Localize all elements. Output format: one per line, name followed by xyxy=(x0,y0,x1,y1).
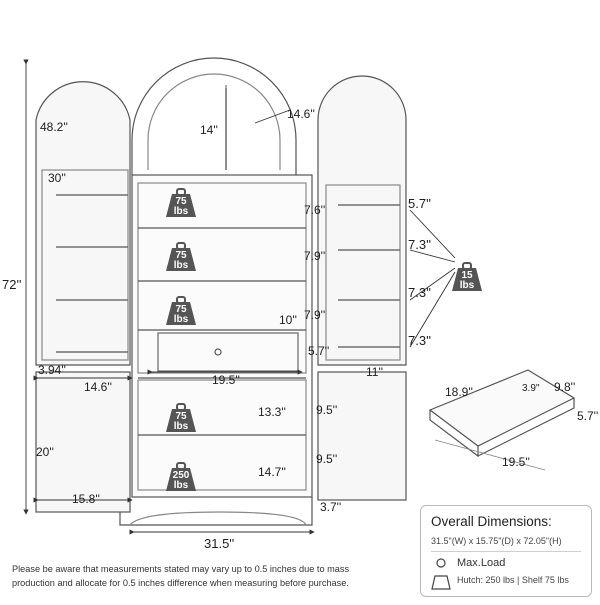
weight-icon-shelf-4: 75 lbs xyxy=(164,403,198,433)
label-drawer-detail-side: 9.8'' xyxy=(554,380,576,394)
arch-top xyxy=(131,57,297,175)
label-right-rack-width: 11'' xyxy=(366,365,384,379)
weight-unit: lbs xyxy=(459,280,475,291)
label-lower-gap-1: 9.5'' xyxy=(316,403,338,417)
weight-value: 75 xyxy=(175,196,187,207)
label-door-rack-depth: 3.94'' xyxy=(38,363,66,377)
weight-icon-shelf-1: 75 lbs xyxy=(164,188,198,218)
weight-unit: lbs xyxy=(173,260,189,271)
label-shelf-gap-2: 7.9'' xyxy=(304,249,326,263)
cabinet-base xyxy=(119,497,313,526)
person-weight-icon xyxy=(431,558,451,590)
right-door xyxy=(317,75,407,366)
label-arch-width: 14'' xyxy=(200,123,218,137)
disclaimer-line-1: Please be aware that measurements stated… xyxy=(12,564,350,574)
label-drawer-detail-height: 5.7'' xyxy=(577,409,599,423)
label-shelf-gap-1: 7.6'' xyxy=(304,203,326,217)
label-lower-depth-2: 14.7'' xyxy=(258,465,286,479)
summary-divider xyxy=(431,551,581,552)
label-door-height: 48.2'' xyxy=(40,120,68,134)
weight-value: 15 xyxy=(461,270,473,281)
weight-unit: lbs xyxy=(173,480,189,491)
weight-value: 75 xyxy=(175,304,187,315)
label-rack-gap-3: 7.3'' xyxy=(408,285,432,300)
weight-unit: lbs xyxy=(173,314,189,325)
label-total-height: 72'' xyxy=(2,277,22,292)
weight-value: 75 xyxy=(175,250,187,261)
right-lower-door xyxy=(317,371,407,501)
label-lower-door-width: 15.8'' xyxy=(72,492,100,506)
weight-icon-shelf-2: 75 lbs xyxy=(164,242,198,272)
label-door-rack-width: 14.6'' xyxy=(84,380,112,394)
left-lower-door xyxy=(35,371,131,513)
weight-unit: lbs xyxy=(173,421,189,432)
label-rack-gap-1: 5.7'' xyxy=(408,196,432,211)
label-door-rack-height: 30'' xyxy=(48,171,66,185)
label-shelf-gap-3: 7.9'' xyxy=(304,308,326,322)
label-lower-height: 20'' xyxy=(36,445,54,459)
label-drawer-detail-width: 19.5'' xyxy=(502,455,530,469)
weight-icon-bottom: 250 lbs xyxy=(164,462,198,492)
label-drawer-width: 19.5'' xyxy=(212,373,240,387)
weight-value: 250 xyxy=(172,470,190,481)
summary-dims: 31.5"(W) x 15.75"(D) x 72.05"(H) xyxy=(431,536,562,546)
weight-unit: lbs xyxy=(173,206,189,217)
weight-value: 75 xyxy=(175,411,187,422)
left-door xyxy=(35,81,131,366)
weight-icon-shelf-3: 75 lbs xyxy=(164,296,198,326)
label-drawer-detail-inner: 3.9'' xyxy=(522,383,540,394)
label-base-height: 3.7'' xyxy=(320,500,342,514)
label-drawer-height: 5.7'' xyxy=(308,344,330,358)
label-lower-depth-1: 13.3'' xyxy=(258,405,286,419)
disclaimer-line-2: production and allocate for 0.5 inches d… xyxy=(12,578,349,588)
label-drawer-detail-depth: 18.9'' xyxy=(445,385,473,399)
summary-title: Overall Dimensions: xyxy=(431,514,552,529)
label-arch-depth: 14.6'' xyxy=(287,107,315,121)
label-drawer-depth: 10'' xyxy=(279,313,297,327)
weight-icon-door-rack: 15 lbs xyxy=(450,262,484,292)
label-rack-gap-4: 7.3'' xyxy=(408,333,432,348)
max-load-label: Max.Load xyxy=(457,557,506,569)
cabinet-body xyxy=(131,174,313,498)
drawer-detail xyxy=(428,369,576,447)
max-load-detail: Hutch: 250 lbs | Shelf 75 lbs xyxy=(457,575,569,585)
arch-inner xyxy=(147,73,281,170)
overall-dimensions-box: Overall Dimensions: 31.5"(W) x 15.75"(D)… xyxy=(420,505,592,597)
label-lower-gap-2: 9.5'' xyxy=(316,452,338,466)
label-rack-gap-2: 7.3'' xyxy=(408,237,432,252)
label-total-width: 31.5'' xyxy=(204,536,235,551)
